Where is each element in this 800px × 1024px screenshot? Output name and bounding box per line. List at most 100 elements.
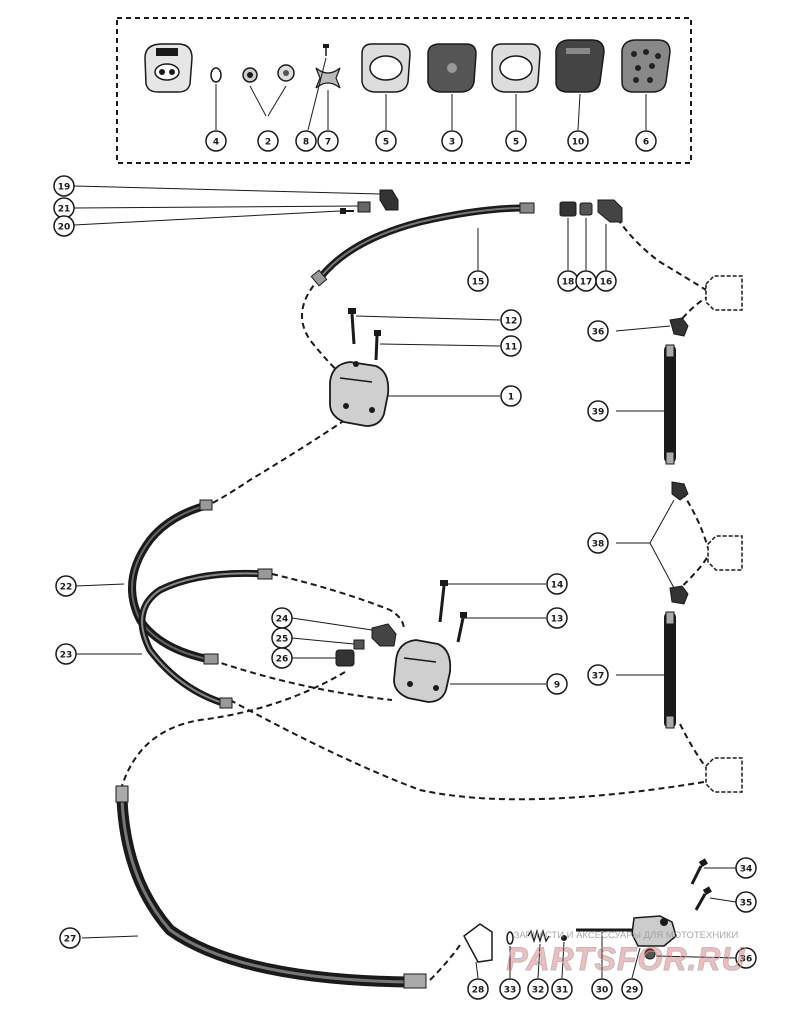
elbow-28 bbox=[463, 923, 493, 963]
callout: 6 bbox=[635, 130, 657, 152]
callout-label: 15 bbox=[472, 278, 485, 288]
gasket-part-b bbox=[491, 43, 541, 93]
watermark: ЗАПЧАСТИ И АКСЕССУАРЫ ДЛЯ МОТОТЕХНИКИ PA… bbox=[506, 930, 745, 978]
callout: 5 bbox=[505, 130, 527, 152]
valve-body-29 bbox=[631, 915, 677, 960]
callout: 2 bbox=[257, 130, 279, 152]
callout: 17 bbox=[575, 270, 597, 292]
main-leaders bbox=[73, 185, 737, 979]
fitting-18 bbox=[559, 201, 577, 217]
elbow-38-upper bbox=[671, 481, 689, 501]
fuel-line-15 bbox=[310, 202, 535, 287]
elbow-16 bbox=[597, 199, 623, 223]
callout: 25 bbox=[271, 627, 293, 649]
callout-label: 24 bbox=[276, 615, 289, 625]
callout-label: 21 bbox=[58, 205, 71, 215]
callout: 12 bbox=[500, 309, 522, 331]
callout-label: 12 bbox=[505, 317, 518, 327]
callout-label: 32 bbox=[532, 986, 545, 996]
callout-label: 6 bbox=[643, 138, 649, 148]
callout-label: 36 bbox=[740, 955, 753, 965]
callout-label: 27 bbox=[64, 935, 77, 945]
callout-label: 13 bbox=[551, 615, 564, 625]
callout: 34 bbox=[735, 857, 757, 879]
callout-label: 38 bbox=[592, 540, 605, 550]
callout-label: 25 bbox=[276, 635, 289, 645]
callout: 1 bbox=[500, 385, 522, 407]
callout-label: 1 bbox=[508, 393, 514, 403]
gasket-part-a bbox=[361, 43, 411, 93]
callout-label: 5 bbox=[513, 138, 519, 148]
diaphragm-part bbox=[427, 43, 477, 93]
callout-label: 22 bbox=[60, 583, 73, 593]
routing-dashed-lines bbox=[121, 209, 709, 981]
callout: 14 bbox=[546, 573, 568, 595]
callout-label: 36 bbox=[592, 328, 605, 338]
elbow-24 bbox=[371, 623, 397, 647]
nut-26 bbox=[335, 649, 355, 667]
fuel-line-27 bbox=[115, 785, 427, 989]
callout: 35 bbox=[735, 891, 757, 913]
tank-connector-upper bbox=[705, 275, 743, 311]
callout: 19 bbox=[53, 175, 75, 197]
callout: 20 bbox=[53, 215, 75, 237]
callout-label: 39 bbox=[592, 408, 605, 418]
callout: 9 bbox=[546, 673, 568, 695]
callout-label: 31 bbox=[556, 986, 569, 996]
callout: 26 bbox=[271, 647, 293, 669]
callout: 24 bbox=[271, 607, 293, 629]
callout-label: 18 bbox=[562, 278, 575, 288]
clip-21 bbox=[357, 201, 371, 213]
small-screw-part bbox=[323, 44, 329, 56]
callout: 37 bbox=[587, 664, 609, 686]
callout: 18 bbox=[557, 270, 579, 292]
spring-32 bbox=[527, 928, 550, 944]
fuel-line-23 bbox=[138, 568, 273, 709]
callout: 36 bbox=[735, 947, 757, 969]
screw-14 bbox=[438, 580, 448, 623]
callout: 32 bbox=[527, 978, 549, 1000]
ball-31 bbox=[561, 935, 567, 941]
callout: 8 bbox=[295, 130, 317, 152]
callout: 13 bbox=[546, 607, 568, 629]
callout: 11 bbox=[500, 335, 522, 357]
fuel-pump-9 bbox=[393, 639, 452, 703]
tank-connector-lower bbox=[705, 757, 743, 793]
callout: 10 bbox=[567, 130, 589, 152]
callout: 22 bbox=[55, 575, 77, 597]
screw-20 bbox=[340, 208, 354, 214]
callout-label: 17 bbox=[580, 278, 593, 288]
inset-leaders bbox=[215, 57, 647, 131]
callout-label: 33 bbox=[504, 986, 517, 996]
valve-plate-part bbox=[555, 39, 605, 93]
elbow-38-lower bbox=[669, 585, 689, 605]
o-ring-part bbox=[210, 67, 222, 83]
callout: 38 bbox=[587, 532, 609, 554]
callout-label: 8 bbox=[303, 138, 309, 148]
hose-39 bbox=[664, 344, 676, 465]
callout-label: 7 bbox=[325, 138, 331, 148]
kit-inset-border bbox=[116, 17, 692, 164]
callout-label: 10 bbox=[572, 138, 585, 148]
callout-label: 5 bbox=[383, 138, 389, 148]
callout-label: 14 bbox=[551, 581, 564, 591]
callout-label: 28 bbox=[472, 986, 485, 996]
fuel-line-22 bbox=[128, 499, 219, 665]
callout: 29 bbox=[621, 978, 643, 1000]
callout: 23 bbox=[55, 643, 77, 665]
callout-label: 30 bbox=[596, 986, 609, 996]
check-valve-parts bbox=[242, 64, 295, 83]
hose-37 bbox=[664, 611, 676, 729]
screw-11 bbox=[374, 330, 381, 361]
o-ring-33 bbox=[506, 931, 514, 945]
callout-bubbles: 4 2 8 7 5 3 5 10 6 19 21 20 15 18 17 16 … bbox=[53, 130, 757, 1000]
callout: 31 bbox=[551, 978, 573, 1000]
elbow-36-upper bbox=[669, 317, 689, 337]
screw-35 bbox=[694, 886, 712, 911]
callout-label: 19 bbox=[58, 183, 71, 193]
callout: 5 bbox=[375, 130, 397, 152]
callout: 16 bbox=[595, 270, 617, 292]
callout-label: 37 bbox=[592, 672, 605, 682]
fitting-17 bbox=[579, 202, 593, 216]
